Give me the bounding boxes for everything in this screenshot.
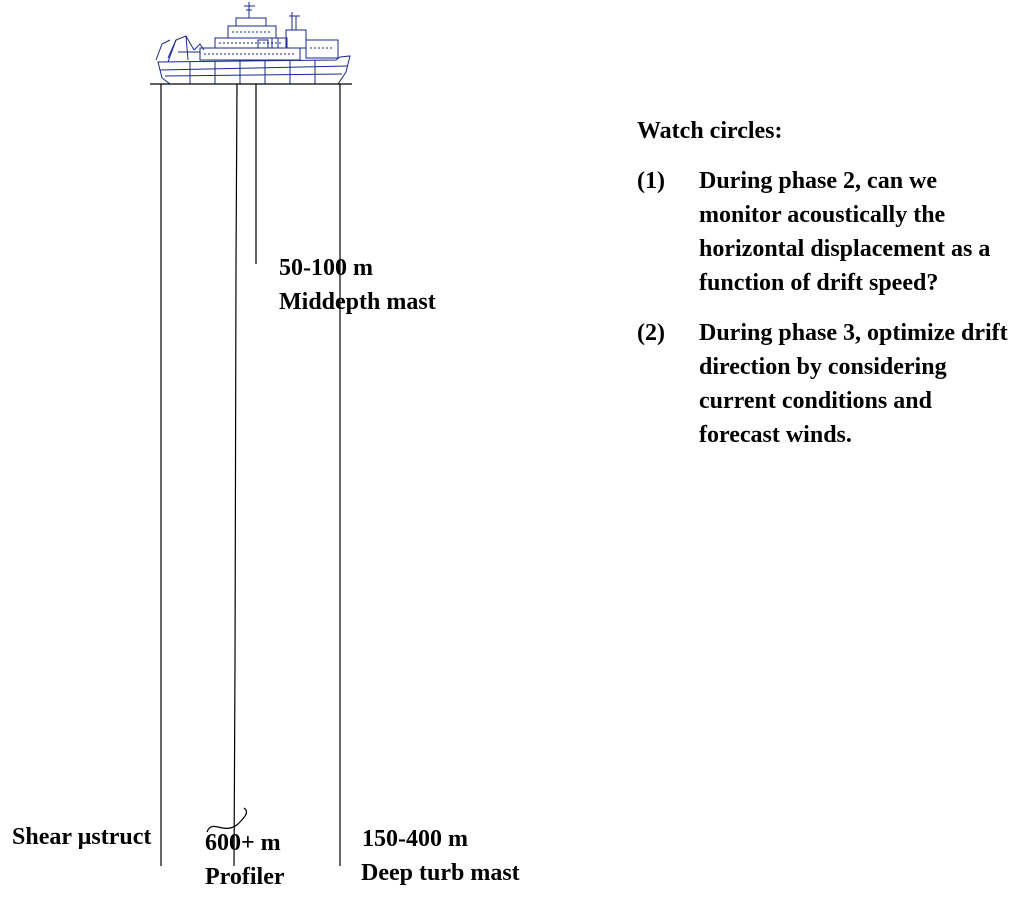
watch-circles-notes: Watch circles: (1) During phase 2, can w… — [637, 114, 1017, 468]
notes-item: (1) During phase 2, can we monitor acous… — [637, 164, 1017, 300]
shear-microstructure-label: Shear µstruct — [12, 824, 152, 850]
item-number: (1) — [637, 168, 665, 194]
middepth-depth-label: 50-100 m — [279, 255, 373, 281]
item-text: During phase 3, optimize drift direction… — [699, 320, 1008, 448]
notes-item: (2) During phase 3, optimize drift direc… — [637, 316, 1017, 452]
item-text: During phase 2, can we monitor acoustica… — [699, 168, 991, 296]
deep-turb-mast-label: Deep turb mast — [361, 860, 520, 886]
notes-heading: Watch circles: — [637, 118, 783, 144]
profiler-depth-label: 600+ m — [205, 830, 281, 856]
deep-depth-label: 150-400 m — [362, 826, 468, 852]
middepth-mast-label: Middepth mast — [279, 289, 436, 315]
profiler-label: Profiler — [205, 864, 285, 890]
item-number: (2) — [637, 320, 665, 346]
profiler-cable — [233, 83, 238, 867]
research-vessel-icon — [155, 2, 351, 85]
profiler-squiggle — [206, 807, 248, 833]
